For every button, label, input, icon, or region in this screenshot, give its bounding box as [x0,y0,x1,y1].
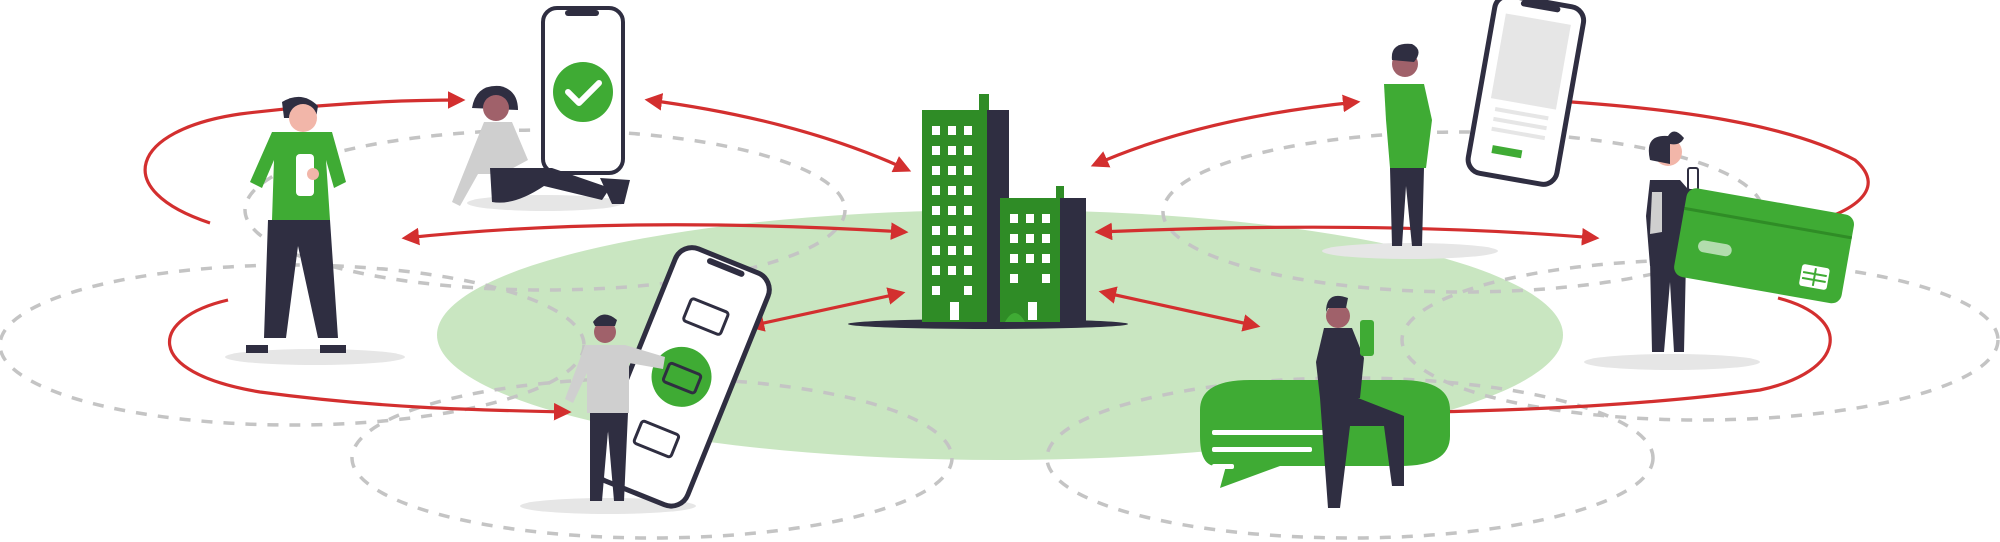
arrow-building-to-cardholder [1094,222,1600,246]
arrow-phone-to-building [644,93,912,173]
person-on-chat-bubble [1200,295,1450,508]
person-sitting-with-check-phone [452,6,630,206]
person-holding-phone-left [246,96,346,353]
connection-arrows [401,93,1600,332]
loop-arrows [143,91,1870,421]
arrow-person-to-building [401,222,909,246]
arrow-loop-bottom-left [167,298,572,421]
person-standing-back-view [1384,43,1432,246]
smartphone-icon [296,154,314,196]
person-holding-credit-card [1646,131,1854,352]
office-building-icon [848,94,1128,329]
arrow-building-to-traveller [1090,94,1361,168]
wallet-icon [632,297,730,459]
check-mark-icon [553,62,613,122]
orbit-right [1400,258,2000,422]
arrow-loop-top-left [143,91,466,225]
ground-shadows [225,195,1760,514]
arrow-loop-bottom-right [1426,296,1832,421]
phone-with-receipt [1465,0,1587,187]
credit-card-icon [1674,188,1854,304]
arrow-shopphone-to-building [746,287,906,332]
orbit-bottom-right [1045,376,1655,540]
arrow-loop-top-right [1539,98,1870,232]
arrow-building-to-chat [1098,286,1261,332]
person-with-shopping-phone [565,245,772,509]
